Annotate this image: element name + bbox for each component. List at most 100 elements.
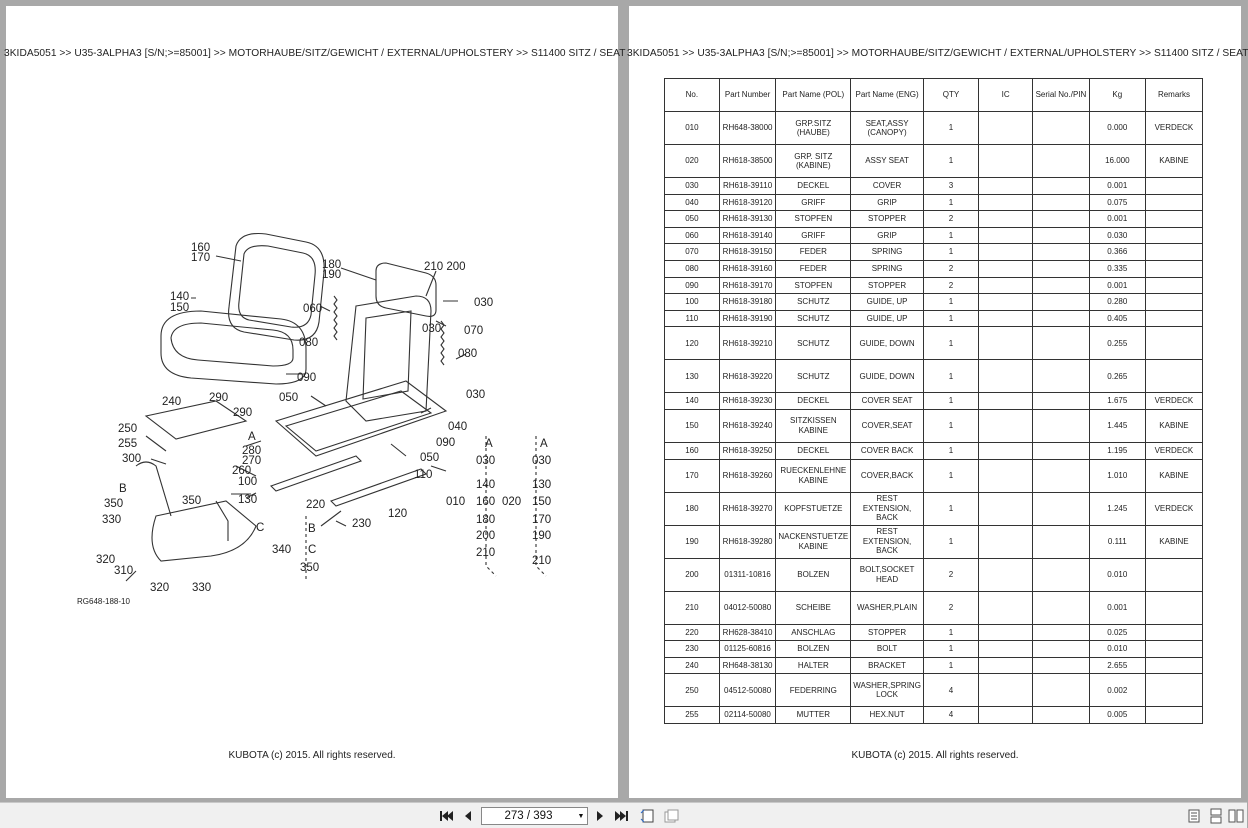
first-page-icon[interactable] (437, 807, 455, 825)
cell-no: 230 (664, 640, 720, 658)
cell-ic (978, 326, 1034, 361)
cell-eng: GRIP (850, 193, 924, 212)
cell-eng: COVER (850, 177, 924, 195)
svg-text:180: 180 (476, 514, 495, 526)
cell-ic (978, 640, 1034, 658)
cell-rm (1144, 177, 1204, 195)
svg-text:040: 040 (448, 421, 467, 433)
facing-view-icon[interactable] (1227, 807, 1245, 825)
cell-rm (1144, 226, 1204, 245)
last-page-icon[interactable] (613, 807, 631, 825)
next-page-icon[interactable] (591, 807, 609, 825)
svg-text:060: 060 (303, 303, 322, 315)
prev-page-icon[interactable] (459, 807, 477, 825)
cell-pol: FEDER (775, 259, 852, 278)
cell-ic (978, 623, 1034, 642)
continuous-view-icon[interactable] (1207, 807, 1225, 825)
cell-rm (1144, 293, 1204, 311)
cell-rm (1144, 309, 1204, 328)
cell-eng: ASSY SEAT (850, 144, 924, 178)
fit-width-icon[interactable] (662, 807, 680, 825)
svg-text:B: B (119, 483, 127, 495)
cell-pn: RH618-39270 (718, 491, 777, 526)
breadcrumb-left: 3KIDA5051 >> U35-3ALPHA3 [S/N;>=85001] >… (4, 48, 626, 59)
cell-sn (1032, 408, 1090, 443)
cell-pn: RH618-39110 (718, 177, 777, 195)
svg-text:200: 200 (476, 530, 495, 542)
cell-kg: 0.366 (1088, 243, 1146, 261)
viewer-toolbar: 273 / 393 ▼ (0, 802, 1247, 828)
cell-sn (1032, 458, 1090, 493)
cell-pol: GRP.SITZ (HAUBE) (775, 111, 852, 145)
cell-ic (978, 193, 1034, 212)
cell-kg: 0.001 (1088, 177, 1146, 195)
cell-no: 030 (664, 177, 720, 195)
svg-text:140: 140 (170, 291, 189, 303)
cell-sn (1032, 441, 1090, 460)
svg-text:050: 050 (420, 452, 439, 464)
cell-rm (1144, 276, 1204, 295)
cell-kg: 0.265 (1088, 359, 1146, 394)
cell-eng: GUIDE, DOWN (850, 326, 924, 361)
cell-eng: BOLT (850, 640, 924, 658)
cell-eng: COVER,BACK (850, 458, 924, 493)
svg-text:255: 255 (118, 438, 137, 450)
cell-kg: 1.195 (1088, 441, 1146, 460)
svg-text:290: 290 (209, 392, 228, 404)
page-number-select[interactable]: 273 / 393 ▼ (481, 807, 588, 825)
cell-sn (1032, 226, 1090, 245)
cell-pol: BOLZEN (775, 557, 852, 592)
svg-text:350: 350 (300, 562, 319, 574)
cell-sn (1032, 623, 1090, 642)
cell-kg: 0.010 (1088, 557, 1146, 592)
cell-ic (978, 309, 1034, 328)
diagram-ref-code: RG648-188-10 (77, 597, 130, 606)
svg-text:290: 290 (233, 407, 252, 419)
svg-text:320: 320 (96, 554, 115, 566)
cell-no: 040 (664, 193, 720, 212)
col-kg: Kg (1088, 78, 1146, 112)
cell-pol: FEDER (775, 243, 852, 261)
fit-page-icon[interactable] (639, 807, 657, 825)
svg-text:C: C (256, 522, 264, 534)
cell-eng: STOPPER (850, 276, 924, 295)
svg-text:140: 140 (476, 479, 495, 491)
single-page-view-icon[interactable] (1185, 807, 1203, 825)
cell-eng: SPRING (850, 259, 924, 278)
cell-kg: 1.245 (1088, 491, 1146, 526)
cell-pn: RH618-39190 (718, 309, 777, 328)
cell-ic (978, 673, 1034, 708)
svg-text:020: 020 (502, 496, 521, 508)
cell-no: 255 (664, 706, 720, 724)
cell-kg: 16.000 (1088, 144, 1146, 178)
cell-kg: 1.675 (1088, 392, 1146, 410)
cell-no: 130 (664, 359, 720, 394)
cell-no: 090 (664, 276, 720, 295)
cell-ic (978, 408, 1034, 443)
svg-text:160: 160 (191, 242, 210, 254)
col-serial: Serial No./PIN (1032, 78, 1090, 112)
svg-text:030: 030 (422, 323, 441, 335)
svg-text:C: C (308, 544, 316, 556)
cell-kg: 0.335 (1088, 259, 1146, 278)
cell-kg: 2.655 (1088, 656, 1146, 675)
cell-kg: 0.002 (1088, 673, 1146, 708)
cell-qty: 1 (922, 640, 980, 658)
cell-ic (978, 491, 1034, 526)
cell-pn: RH618-39180 (718, 293, 777, 311)
cell-pn: RH618-39280 (718, 524, 777, 559)
cell-pol: SITZKISSEN KABINE (775, 408, 852, 443)
cell-ic (978, 177, 1034, 195)
svg-text:170: 170 (532, 514, 551, 526)
cell-pn: RH618-39160 (718, 259, 777, 278)
cell-qty: 1 (922, 359, 980, 394)
cell-sn (1032, 210, 1090, 228)
